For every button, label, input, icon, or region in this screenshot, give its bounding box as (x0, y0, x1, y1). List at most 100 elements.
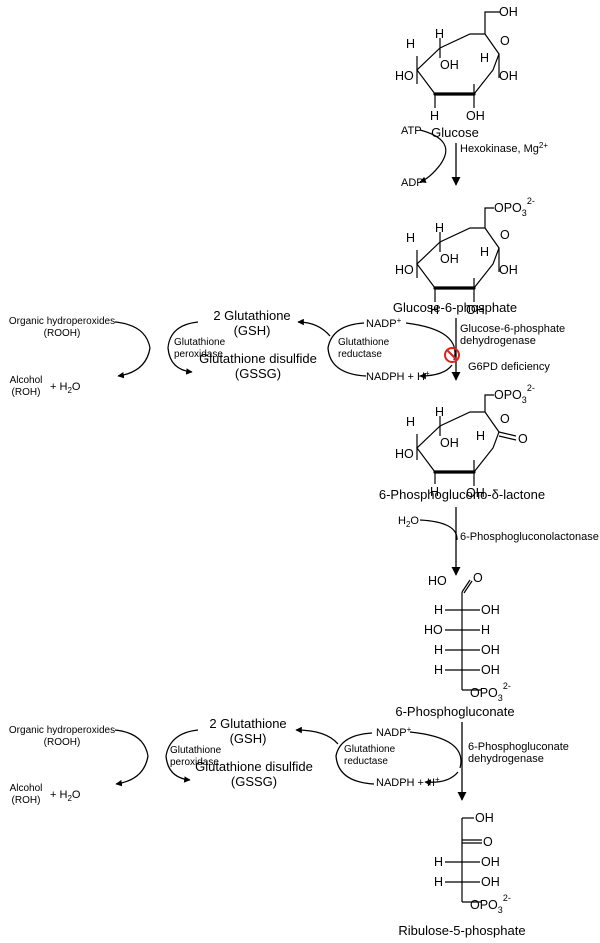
ribulose-oh1: OH (475, 811, 494, 825)
g6p-h1: H (480, 245, 489, 259)
lactone-phosphate: OPO32- (494, 383, 535, 405)
water-plus-2: + H2O (50, 789, 81, 803)
rooh-label-2a: Organic hydroperoxides (9, 725, 115, 736)
ribulose-h4: H (434, 875, 443, 889)
reductase-label-2b: reductase (344, 756, 388, 767)
gssg-label-2: Glutathione disulfide (195, 759, 313, 774)
peroxidase-label-1a: Glutathione (174, 337, 226, 348)
gluconate-oh2: OH (481, 603, 500, 617)
reductase-label-1a: Glutathione (338, 337, 390, 348)
gluconate-phosphate: OPO32- (470, 681, 511, 703)
lactone-structure: OPO32- O O H H HO OH H H OH 6-Phosphoglu… (379, 383, 545, 502)
glucose-oh1: OH (499, 69, 518, 83)
ribulose-oh3: OH (481, 855, 500, 869)
lactone-h5: H (435, 405, 444, 419)
g6p-structure: OPO32- O H H HO OH H OH H OH Glucose-6-p… (393, 196, 535, 317)
water-plus-1: + H2O (50, 381, 81, 395)
roh-label-1b: (ROH) (12, 387, 41, 398)
g6p-phosphate: OPO32- (494, 196, 535, 218)
prohibited-icon (444, 347, 460, 363)
gluconate-h5: H (434, 663, 443, 677)
hexokinase-step: ATP ADP Hexokinase, Mg2+ (401, 125, 548, 189)
glucose-ring-o: O (500, 34, 510, 48)
gluconate-o: O (473, 571, 483, 585)
rooh-label-1b: (ROOH) (44, 328, 81, 339)
gssg-abbr-2: (GSSG) (231, 774, 277, 789)
pgd-label-line1: 6-Phosphogluconate (468, 741, 569, 753)
gluconate-oh4: OH (481, 643, 500, 657)
gluconate-label: 6-Phosphogluconate (395, 704, 514, 719)
glucose-h3: H (430, 109, 439, 123)
g6pd-label-line2: dehydrogenase (460, 335, 536, 347)
g6p-label: Glucose-6-phosphate (393, 300, 517, 315)
atp-label: ATP (401, 125, 422, 137)
glucose-oh3: OH (440, 58, 459, 72)
reductase-label-2a: Glutathione (344, 744, 396, 755)
gsh-abbr-2: (GSH) (230, 731, 267, 746)
peroxidase-label-1b: peroxidase (174, 349, 223, 360)
nadph-label-2: NADPH + H+ (376, 775, 440, 789)
gluconate-oh5: OH (481, 663, 500, 677)
ribulose-label: Ribulose-5-phosphate (398, 923, 525, 938)
reductase-label-1b: reductase (338, 349, 382, 360)
gsh-abbr-1: (GSH) (234, 323, 271, 338)
g6p-oh3: OH (440, 252, 459, 266)
g6p-h4: H (406, 231, 415, 245)
nadp-label: NADP+ (366, 316, 402, 330)
glucose-h4: H (406, 37, 415, 51)
glucose-oh6: OH (499, 5, 518, 19)
g6p-oh2: OH (466, 303, 485, 317)
lactone-carbonyl-o: O (518, 432, 528, 446)
gluconate-structure: HO O H OH HO H H OH H OH OPO32- 6-Phosph… (395, 571, 514, 719)
gssg-label-1: Glutathione disulfide (199, 351, 317, 366)
lactone-h3: H (430, 485, 439, 499)
lactone-oh2: OH (466, 486, 485, 500)
glutathione-cycle-2: 2 Glutathione (GSH) Glutathione disulfid… (9, 716, 396, 806)
gluconate-h3: H (481, 623, 490, 637)
gluconate-h2: H (434, 603, 443, 617)
nadph-label: NADPH + H+ (366, 369, 430, 383)
peroxidase-label-2a: Glutathione (170, 745, 222, 756)
g6p-oh1: OH (499, 263, 518, 277)
pgd-label-line2: dehydrogenase (468, 753, 544, 765)
lactonase-step: H2O 6-Phosphogluconolactonase (398, 507, 599, 576)
rooh-label-1a: Organic hydroperoxides (9, 316, 115, 327)
lactone-ring-o: O (500, 412, 510, 426)
rooh-label-2b: (ROOH) (44, 737, 81, 748)
g6p-h3: H (430, 303, 439, 317)
roh-label-1a: Alcohol (10, 375, 43, 386)
glucose-label: Glucose (431, 125, 479, 140)
ribulose-oh4: OH (481, 875, 500, 889)
glucose-h5: H (435, 27, 444, 41)
g6pd-deficiency-label: G6PD deficiency (468, 361, 550, 373)
ribulose-structure: OH O H OH H OH OPO32- Ribulose-5-phospha… (398, 811, 525, 938)
ribulose-h3: H (434, 855, 443, 869)
lactone-h4: H (406, 415, 415, 429)
g6p-h5: H (435, 221, 444, 235)
water-label: H2O (398, 515, 419, 529)
peroxidase-label-2b: peroxidase (170, 757, 219, 768)
gsh-label-1: 2 Glutathione (213, 308, 290, 323)
g6pd-label-line1: Glucose-6-phosphate (460, 323, 565, 335)
roh-label-2b: (ROH) (12, 795, 41, 806)
g6p-ring-o: O (500, 228, 510, 242)
glutathione-cycle-1: 2 Glutathione (GSH) Glutathione disulfid… (9, 308, 390, 398)
gluconate-h4: H (434, 643, 443, 657)
pgd-step: NADP+ NADPH + H+ 6-Phosphogluconate dehy… (376, 722, 569, 801)
ribulose-phosphate: OPO32- (470, 893, 511, 915)
glucose-oh2: OH (466, 109, 485, 123)
lactone-h2: H (476, 429, 485, 443)
adp-label: ADP (401, 177, 424, 189)
nadp-label-2: NADP+ (376, 725, 412, 739)
gsh-label-2: 2 Glutathione (209, 716, 286, 731)
lactonase-label: 6-Phosphogluconolactonase (460, 531, 599, 543)
ribulose-o: O (483, 835, 493, 849)
lactone-oh3: OH (440, 436, 459, 450)
g6p-ho4: HO (395, 263, 414, 277)
glucose-ho4: HO (395, 69, 414, 83)
hexokinase-label: Hexokinase, Mg2+ (460, 141, 548, 155)
glucose-structure: OH O H H HO OH H OH H OH Glucose (395, 5, 518, 140)
lactone-label: 6-Phosphoglucono-δ-lactone (379, 487, 545, 502)
gluconate-ho3: HO (424, 623, 443, 637)
